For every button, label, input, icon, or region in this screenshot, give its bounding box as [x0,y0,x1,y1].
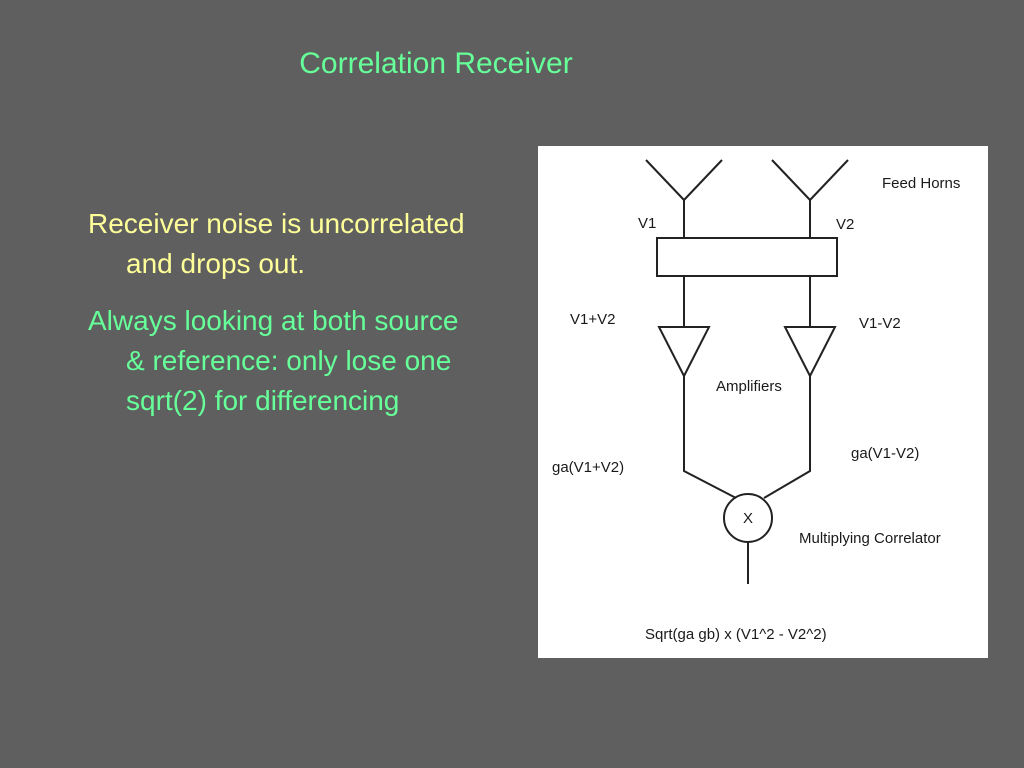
bullet-receiver-noise: Receiver noise is uncorrelated and drops… [88,208,465,279]
feed-horn-right-icon [771,159,849,238]
hybrid-box [656,237,838,277]
multiplying-correlator-label: Multiplying Correlator [799,530,941,547]
bullet-list: Receiver noise is uncorrelated and drops… [88,204,468,438]
correlation-receiver-diagram: X Feed Horns V1 V2 V1+V2 V1-V2 Amplifier… [538,146,988,658]
amp-sum-line [683,376,737,499]
amplifier-right-icon [783,326,837,379]
feed-horn-left-icon [645,159,723,238]
amp-diff-label: ga(V1-V2) [851,445,919,462]
v1-label: V1 [638,215,656,232]
output-label: Sqrt(ga gb) x (V1^2 - V2^2) [645,626,827,643]
multiplier-symbol: X [743,510,753,527]
amp-sum-label: ga(V1+V2) [552,459,624,476]
amplifiers-label: Amplifiers [716,378,782,395]
amplifier-left-icon [657,326,711,379]
feed-horns-label: Feed Horns [882,175,960,192]
bullet-always-looking: Always looking at both source & referenc… [88,305,459,416]
diff-label: V1-V2 [859,315,901,332]
sum-label: V1+V2 [570,311,615,328]
amp-diff-line [763,376,811,499]
slide-title: Correlation Receiver [299,47,573,80]
v2-label: V2 [836,216,854,233]
